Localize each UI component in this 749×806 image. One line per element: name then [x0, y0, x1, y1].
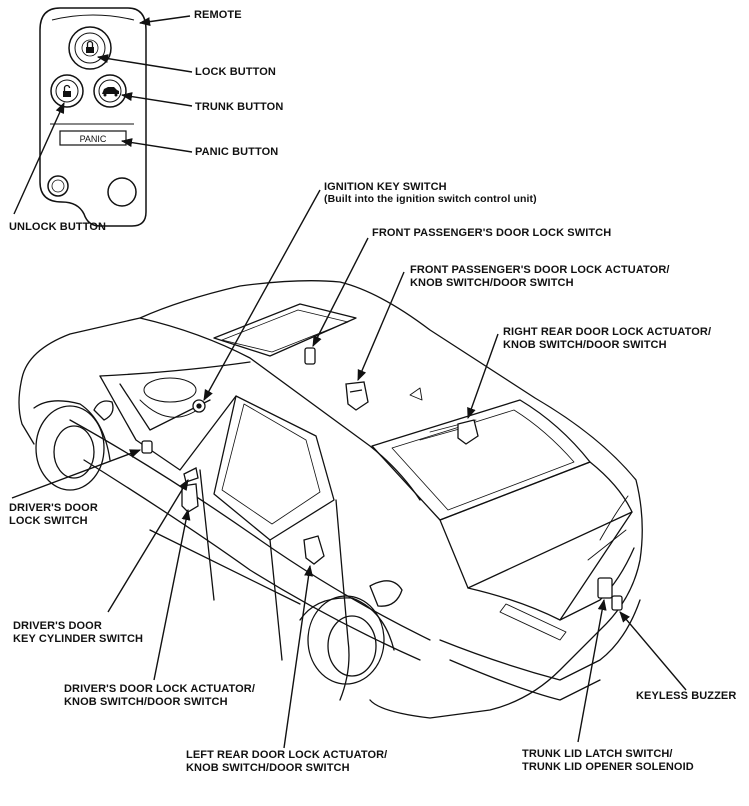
leader-lines [11, 15, 687, 749]
panic-text: PANIC [80, 134, 107, 144]
leader-lock-button [96, 54, 193, 73]
car-outline [18, 280, 643, 719]
unlock-icon [63, 84, 71, 97]
label-front-passenger-actuator-1: FRONT PASSENGER'S DOOR LOCK ACTUATOR/ [410, 264, 670, 276]
label-drivers-key-cylinder-2: KEY CYLINDER SWITCH [13, 633, 144, 645]
label-remote: REMOTE [194, 9, 242, 21]
leader-drivers-lock-switch [11, 449, 142, 499]
drivers-lock-switch [141, 440, 153, 454]
leader-front-passenger-lock [312, 237, 369, 347]
leader-left-rear-actuator [283, 564, 314, 749]
label-ignition-note: (Built into the ignition switch control … [324, 193, 537, 205]
right-rear-actuator [457, 419, 479, 445]
trunk-car-icon [102, 87, 119, 97]
left-rear-actuator [303, 535, 325, 565]
label-lock-button: LOCK BUTTON [195, 66, 276, 78]
label-panic-button: PANIC BUTTON [195, 146, 279, 158]
leader-ignition [203, 189, 321, 401]
keyless-buzzer [611, 595, 623, 611]
remote-body [39, 7, 147, 227]
label-keyless-buzzer: KEYLESS BUZZER [636, 690, 737, 702]
label-drivers-lock-switch-2: LOCK SWITCH [9, 515, 88, 527]
rear-wheel [307, 595, 385, 685]
components [141, 347, 623, 611]
remote-transmitter [39, 7, 147, 227]
leader-trunk-latch [577, 598, 607, 743]
trunk-button[interactable] [93, 74, 127, 108]
leader-drivers-actuator [153, 508, 191, 681]
lock-icon [86, 40, 94, 53]
leader-trunk-button [120, 92, 193, 107]
label-front-passenger-lock-switch: FRONT PASSENGER'S DOOR LOCK SWITCH [372, 227, 612, 239]
front-passenger-actuator [345, 381, 369, 411]
leader-front-passenger-actuator [357, 271, 405, 382]
lock-button[interactable] [68, 26, 112, 70]
label-right-rear-actuator-2: KNOB SWITCH/DOOR SWITCH [503, 339, 667, 351]
leader-drivers-key-cylinder [107, 479, 189, 613]
front-passenger-lock-switch [304, 347, 316, 365]
label-ignition-key-switch: IGNITION KEY SWITCH [324, 181, 447, 193]
leader-panic-button [120, 138, 193, 153]
label-drivers-actuator-2: KNOB SWITCH/DOOR SWITCH [64, 696, 228, 708]
label-drivers-lock-switch-1: DRIVER'S DOOR [9, 502, 98, 514]
front-wheel [35, 405, 105, 491]
label-trunk-latch-2: TRUNK LID OPENER SOLENOID [522, 761, 694, 773]
panic-button[interactable] [59, 130, 127, 146]
drivers-actuator [181, 483, 199, 513]
leader-remote [138, 15, 191, 27]
label-left-rear-actuator-2: KNOB SWITCH/DOOR SWITCH [186, 762, 350, 774]
label-drivers-key-cylinder-1: DRIVER'S DOOR [13, 620, 102, 632]
label-unlock-button: UNLOCK BUTTON [9, 221, 107, 233]
label-right-rear-actuator-1: RIGHT REAR DOOR LOCK ACTUATOR/ [503, 326, 712, 338]
leader-keyless-buzzer [619, 611, 687, 691]
trunk-latch-switch [597, 577, 613, 599]
label-front-passenger-actuator-2: KNOB SWITCH/DOOR SWITCH [410, 277, 574, 289]
label-trunk-latch-1: TRUNK LID LATCH SWITCH/ [522, 748, 673, 760]
drivers-key-cylinder [183, 467, 199, 483]
label-drivers-actuator-1: DRIVER'S DOOR LOCK ACTUATOR/ [64, 683, 255, 695]
label-trunk-button: TRUNK BUTTON [195, 101, 284, 113]
unlock-button[interactable] [50, 74, 84, 108]
leader-right-rear-actuator [467, 333, 499, 420]
label-left-rear-actuator-1: LEFT REAR DOOR LOCK ACTUATOR/ [186, 749, 388, 761]
leader-unlock-button [13, 101, 65, 215]
